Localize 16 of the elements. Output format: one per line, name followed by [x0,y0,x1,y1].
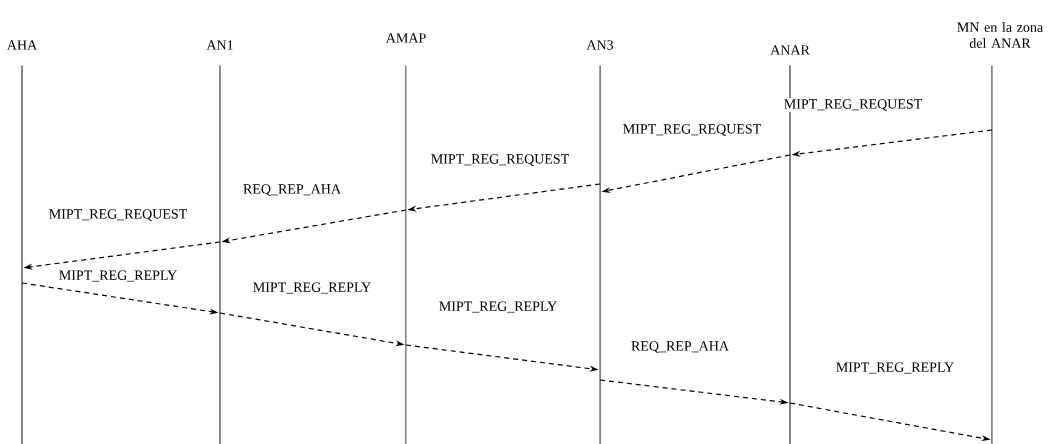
lifeline-header: AMAP [385,33,426,43]
edge-label: REQ_REP_AHA [242,183,342,197]
edge-label: MIPT_REG_REPLY [834,361,956,375]
edge-label: MIPT_REG_REPLY [251,281,373,295]
edge-label: MIPT_REG_REQUEST [429,153,571,167]
edge-label: REQ_REP_AHA [630,340,730,354]
lifeline-header: AN1 [206,40,233,50]
lifeline-header: AN3 [586,40,614,50]
lifeline-header: AHA [7,40,38,50]
edge-label: MIPT_REG_REPLY [57,269,179,283]
lifeline-header: MN en la zona del ANAR [957,22,1043,48]
edge-label: MIPT_REG_REQUEST [47,208,189,222]
edge-label: MIPT_REG_REQUEST [621,123,763,137]
lifeline-header: ANAR [770,45,810,55]
edge-label: MIPT_REG_REQUEST [782,98,924,112]
edge-label: MIPT_REG_REPLY [437,300,559,314]
